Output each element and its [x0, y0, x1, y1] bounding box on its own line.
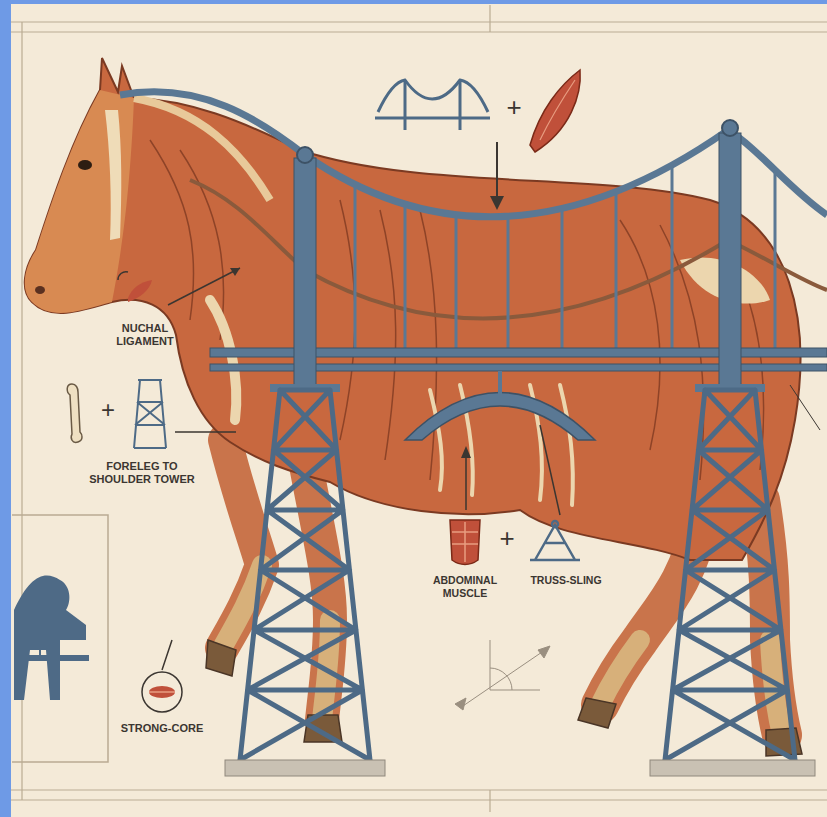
- callout-label: ABDOMINAL MUSCLE: [424, 574, 506, 599]
- hanger: [774, 170, 777, 352]
- frame-line: [11, 799, 827, 800]
- hoof: [578, 698, 616, 728]
- hanger: [404, 204, 407, 352]
- right-tower-pier: [719, 133, 741, 390]
- abdominal-leader: [465, 452, 467, 510]
- leader-arrowhead: [230, 268, 240, 276]
- frame-lines: [11, 5, 827, 812]
- hanger: [671, 165, 674, 352]
- abdominal-lines: [452, 522, 478, 562]
- foreleg-leader: [175, 431, 236, 433]
- plus-sign: +: [495, 525, 519, 551]
- frame-tick: [489, 5, 490, 32]
- inset-border: [12, 515, 108, 762]
- truss-icon-pin: [552, 521, 558, 527]
- icon-cable: [378, 80, 488, 112]
- left-blue-border: [0, 0, 11, 817]
- bone-icon: [67, 384, 82, 442]
- leader-arrowhead: [461, 446, 471, 458]
- muscle-striations: [150, 140, 764, 480]
- inset-hanger: [39, 620, 41, 655]
- icon-tower: [459, 80, 462, 130]
- horse-eye: [78, 160, 92, 170]
- muscle-icon: [530, 70, 580, 152]
- hindleg-cannon: [600, 640, 640, 705]
- hanger: [615, 192, 618, 352]
- truss-icon: [530, 521, 580, 560]
- hanger: [507, 216, 510, 352]
- striation: [150, 140, 194, 320]
- hanger: [455, 214, 458, 352]
- tower-icon-lattice: [134, 380, 166, 448]
- plus-sign: +: [503, 94, 525, 120]
- rib: [430, 390, 442, 490]
- hoof: [206, 640, 236, 676]
- bridge-icon: [375, 80, 490, 130]
- truss-icon-shape: [530, 525, 580, 560]
- abdominal-icon: [450, 520, 480, 565]
- striation: [380, 210, 396, 460]
- sling-post: [498, 371, 502, 395]
- sketch-marks: [455, 385, 820, 710]
- nuchal-leader: [168, 268, 240, 305]
- striation: [340, 200, 355, 440]
- inset-panel: [12, 515, 108, 762]
- frame-tick: [489, 790, 490, 812]
- right-tower-lattice: [665, 390, 795, 760]
- left-tower-pier: [294, 158, 316, 390]
- muscle-fiber: [540, 80, 575, 140]
- head-blaze: [105, 110, 121, 240]
- frame-line: [11, 789, 827, 790]
- striation: [620, 220, 660, 450]
- nuchal-muscle-icon: [128, 280, 152, 302]
- truss-leader: [540, 425, 560, 515]
- right-tower-footing: [650, 760, 815, 776]
- left-tower-lattice: [240, 390, 370, 760]
- horse-body-muscles: [25, 58, 801, 560]
- horse-nostril: [35, 286, 45, 294]
- icon-deck: [375, 117, 490, 120]
- dimension-heads: [455, 646, 550, 710]
- plus-sign: +: [96, 398, 120, 422]
- inset-deck: [14, 655, 89, 661]
- hanger: [354, 184, 357, 352]
- abdominal-shape: [450, 520, 480, 565]
- callout-label: STRONG-CORE: [112, 722, 212, 735]
- top-blue-border: [0, 0, 827, 4]
- muscle-shape: [530, 70, 580, 152]
- inset-horse-silhouette: [14, 575, 86, 700]
- callout-label: TRUSS-SLING: [520, 574, 612, 587]
- bridge-hangers: [355, 165, 775, 352]
- core-leader: [162, 640, 172, 670]
- horse-head: [25, 90, 134, 313]
- left-tower-saddle: [297, 147, 313, 163]
- angle-mark: [490, 640, 540, 690]
- callout-label: NUCHAL LIGAMENT: [106, 322, 184, 348]
- hanger: [561, 208, 564, 352]
- left-tower-footing: [225, 760, 385, 776]
- hooves: [206, 640, 802, 756]
- right-tower-saddle: [722, 120, 738, 136]
- tower-icon: [134, 380, 166, 448]
- down-arrow-shaft: [496, 142, 498, 200]
- shoulder-bone: [210, 300, 236, 420]
- frame-line: [11, 31, 827, 32]
- truss-sling-arch: [405, 393, 595, 441]
- icon-tower: [404, 80, 407, 130]
- rotate-mark: [118, 272, 128, 280]
- callout-label: FORELEG TO SHOULDER TOWER: [86, 460, 198, 486]
- down-arrow-head: [490, 196, 504, 210]
- right-leader: [790, 385, 820, 430]
- core-muscle: [149, 686, 175, 698]
- dimension-arrow: [460, 650, 545, 708]
- strong-core-icon: [142, 672, 182, 712]
- rib: [560, 385, 573, 505]
- core-fiber: [149, 691, 175, 693]
- frame-line: [11, 21, 827, 22]
